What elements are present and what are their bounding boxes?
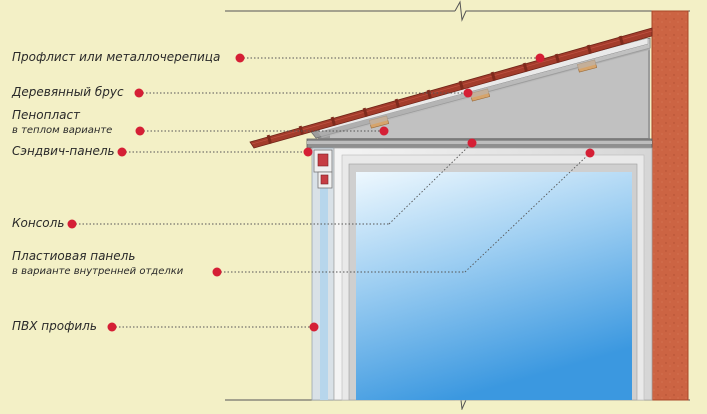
- marker-console: [67, 219, 77, 229]
- marker-profiled-sheet: [235, 53, 245, 63]
- leader-lines: [72, 57, 591, 328]
- marker-console-target: [467, 138, 477, 148]
- marker-sandwich-panel-target: [303, 147, 313, 157]
- marker-plastic-panel: [212, 267, 222, 277]
- label-foam: Пенопласт: [12, 108, 81, 122]
- label-pvc-profile: ПВХ профиль: [12, 319, 97, 333]
- label-wooden-beam: Деревянный брус: [12, 85, 124, 99]
- marker-foam-target: [379, 126, 389, 136]
- window-glass: [356, 172, 632, 400]
- roof-ribs: [266, 35, 625, 145]
- brick-wall: [651, 10, 689, 401]
- label-profiled-sheet: Профлист или металлочерепица: [12, 50, 221, 64]
- marker-profiled-sheet-target: [535, 53, 545, 63]
- markers: [67, 53, 595, 332]
- label-console: Консоль: [12, 216, 65, 230]
- marker-foam: [135, 126, 145, 136]
- marker-sandwich-panel: [117, 147, 127, 157]
- marker-pvc-profile-target: [309, 322, 319, 332]
- marker-wooden-beam-target: [463, 88, 473, 98]
- marker-plastic-panel-target: [585, 148, 595, 158]
- label-plastic-panel: Пластиовая панель: [12, 249, 136, 263]
- label-foam-sub: в теплом варианте: [12, 125, 113, 136]
- top-break-line: [225, 0, 690, 22]
- marker-pvc-profile: [107, 322, 117, 332]
- label-plastic-panel-sub: в варианте внутренней отделки: [12, 266, 184, 277]
- label-sandwich-panel: Сэндвич-панель: [12, 144, 115, 158]
- marker-wooden-beam: [134, 88, 144, 98]
